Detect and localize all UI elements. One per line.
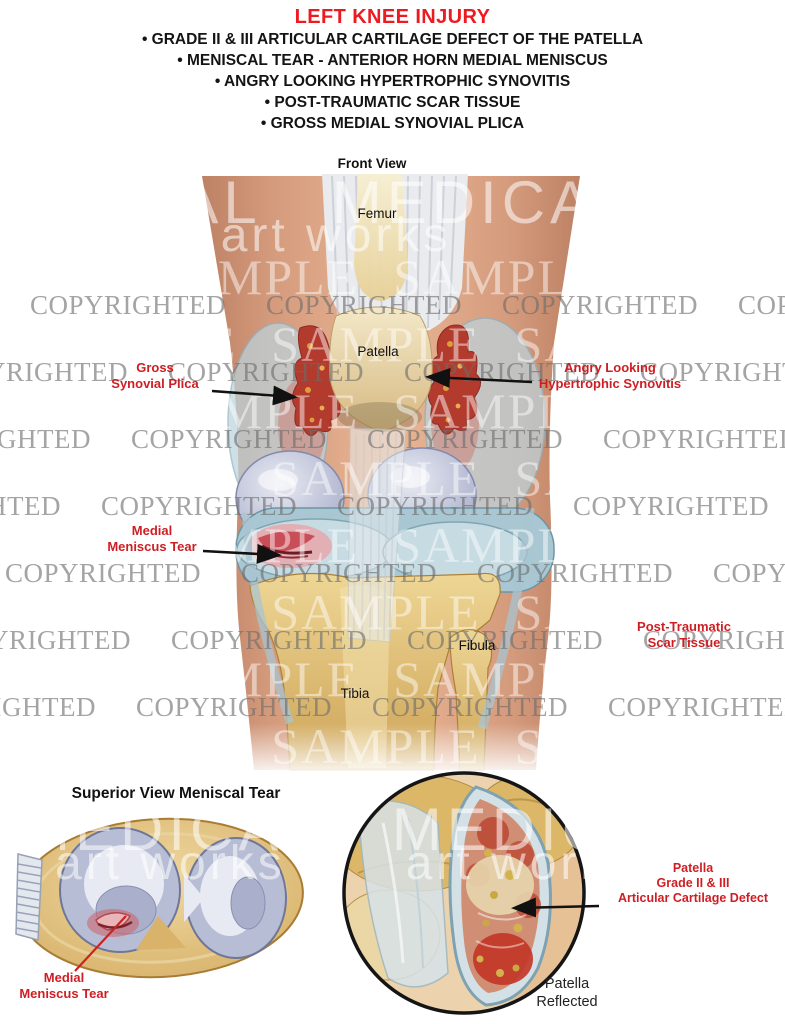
copyrighted-watermark: COPYRIGHTED — [0, 357, 129, 387]
reflected-patella — [448, 785, 552, 1007]
copyrighted-watermark: COPYRIGHTED — [713, 558, 785, 588]
post-traumatic-scar-label: Post-Traumatic Scar Tissue — [628, 619, 740, 650]
page-title: LEFT KNEE INJURY — [294, 6, 491, 28]
ligament-left — [242, 512, 294, 725]
sample-watermark: SAMPLE — [757, 584, 785, 640]
ligament-right — [477, 507, 535, 730]
cartilage-defect-label: Patella Grade II & III Articular Cartila… — [600, 861, 785, 906]
brand-watermark: art works — [0, 209, 101, 262]
header: LEFT KNEE INJURY • GRADE II & III ARTICU… — [0, 6, 785, 134]
label-line: Scar Tissue — [647, 634, 721, 650]
sample-watermark: SAMPLE — [757, 450, 785, 506]
patella-reflected-illustration — [342, 771, 586, 1015]
ligament-stub — [15, 853, 43, 941]
synovial-drape — [357, 799, 449, 988]
label-line: Meniscus Tear — [19, 985, 109, 1001]
label-line: Articular Cartilage Defect — [617, 891, 769, 905]
copyrighted-watermark: COPYRIGHTED — [640, 357, 785, 387]
copyrighted-watermark: COPYRIGHTED — [0, 625, 132, 655]
sample-watermark: SAMPLE — [757, 316, 785, 372]
femur-bone-shape — [354, 174, 408, 301]
patellar-tendon — [347, 427, 407, 643]
copyrighted-watermark: COPYRIGHTED — [738, 290, 785, 320]
patella-bone-shape — [329, 306, 433, 433]
sample-watermark: SAMPLE — [636, 249, 785, 305]
diagnosis-bullet: • ANGRY LOOKING HYPERTROPHIC SYNOVITIS — [214, 73, 571, 90]
sample-watermark: SAMPLE — [636, 517, 785, 573]
label-line: Patella — [672, 861, 714, 875]
meniscal-tear-superior — [87, 909, 139, 937]
front-view-illustration — [150, 174, 640, 778]
inset-circle-outline — [342, 771, 586, 1015]
label-line: Grade II & III — [656, 876, 730, 890]
diagnosis-bullet: • GRADE II & III ARTICULAR CARTILAGE DEF… — [141, 31, 644, 48]
bottom-fade — [150, 723, 640, 778]
meniscal-tear-shape — [248, 524, 332, 568]
diagnosis-bullet: • POST-TRAUMATIC SCAR TISSUE — [264, 94, 521, 111]
quadriceps-tendon — [322, 174, 468, 338]
superior-view-title: Superior View Meniscal Tear — [71, 785, 281, 802]
brand-watermark: MEDICAL — [703, 169, 785, 236]
copyrighted-watermark: COPYRIGHTED — [0, 424, 92, 454]
superior-view-illustration — [15, 817, 304, 979]
sample-watermark: SAMPLE — [636, 383, 785, 439]
diagnosis-bullet: • GROSS MEDIAL SYNOVIAL PLICA — [260, 115, 525, 132]
copyrighted-watermark: COPYRIGHTED — [0, 491, 62, 521]
copyrighted-watermark: COPYRIGHTED — [643, 625, 785, 655]
sample-watermark: SAMPLE — [757, 718, 785, 774]
copyrighted-watermark: COPYRIGHTED — [0, 692, 97, 722]
diagnosis-bullet: • MENISCAL TEAR - ANTERIOR HORN MEDIAL M… — [177, 52, 608, 69]
cartilage-defect — [466, 817, 541, 985]
sample-watermark: SAMPLE — [636, 651, 785, 707]
label-line: Post-Traumatic — [637, 619, 731, 634]
lateral-meniscus — [184, 837, 287, 959]
